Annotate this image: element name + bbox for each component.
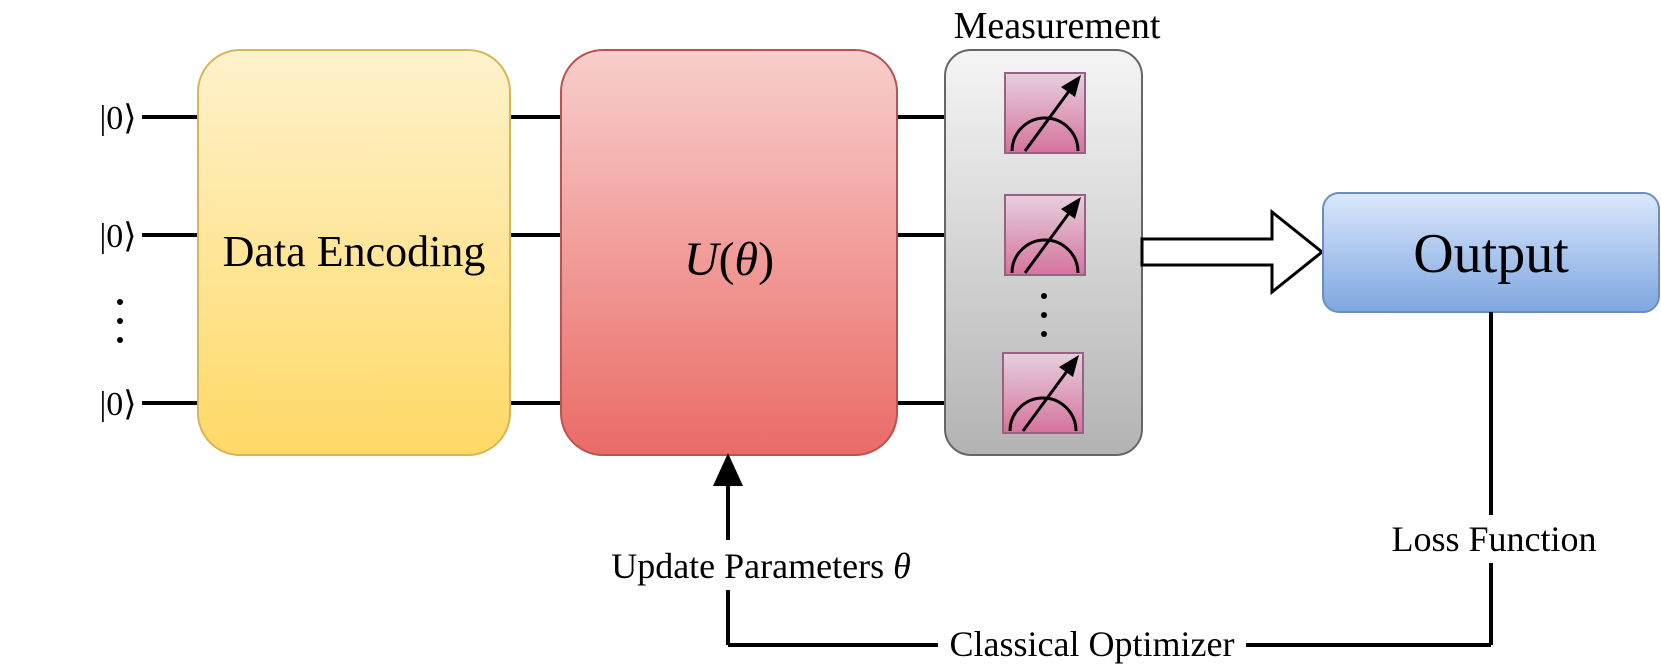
qubit-ellipsis: [117, 299, 123, 343]
classical-optimizer-label: Classical Optimizer: [950, 624, 1235, 664]
block-arrow-icon: [1140, 208, 1325, 296]
feedback-loop: [726, 312, 1493, 647]
data-encoding-label: Data Encoding: [223, 227, 486, 276]
output-label: Output: [1413, 223, 1569, 285]
ket-label-1: |0⟩: [99, 100, 136, 137]
measurement-block: Measurement: [944, 5, 1161, 456]
update-parameters-theta: θ: [893, 546, 911, 586]
update-parameters-text: Update Parameters: [611, 546, 893, 586]
meter-ellipsis: [1041, 293, 1047, 337]
meter-icon: [1002, 352, 1084, 434]
update-arrowhead-icon: [713, 453, 743, 486]
output-block: Output: [1322, 192, 1660, 313]
unitary-label: U(θ): [684, 233, 774, 286]
ket-label-3: |0⟩: [99, 386, 136, 423]
unitary-symbol: U: [684, 233, 722, 286]
meter-icon: [1004, 72, 1086, 154]
ket-label-2: |0⟩: [99, 218, 136, 255]
unitary-open-paren: (: [719, 233, 735, 286]
measurement-title: Measurement: [954, 5, 1161, 47]
data-encoding-block: Data Encoding: [197, 49, 511, 456]
loss-function-label: Loss Function: [1391, 519, 1596, 559]
update-parameters-label: Update Parameters θ: [611, 546, 911, 586]
unitary-param: θ: [735, 233, 759, 286]
meter-icon: [1004, 194, 1086, 276]
unitary-close-paren: ): [758, 233, 774, 286]
unitary-block: U(θ): [560, 49, 898, 456]
